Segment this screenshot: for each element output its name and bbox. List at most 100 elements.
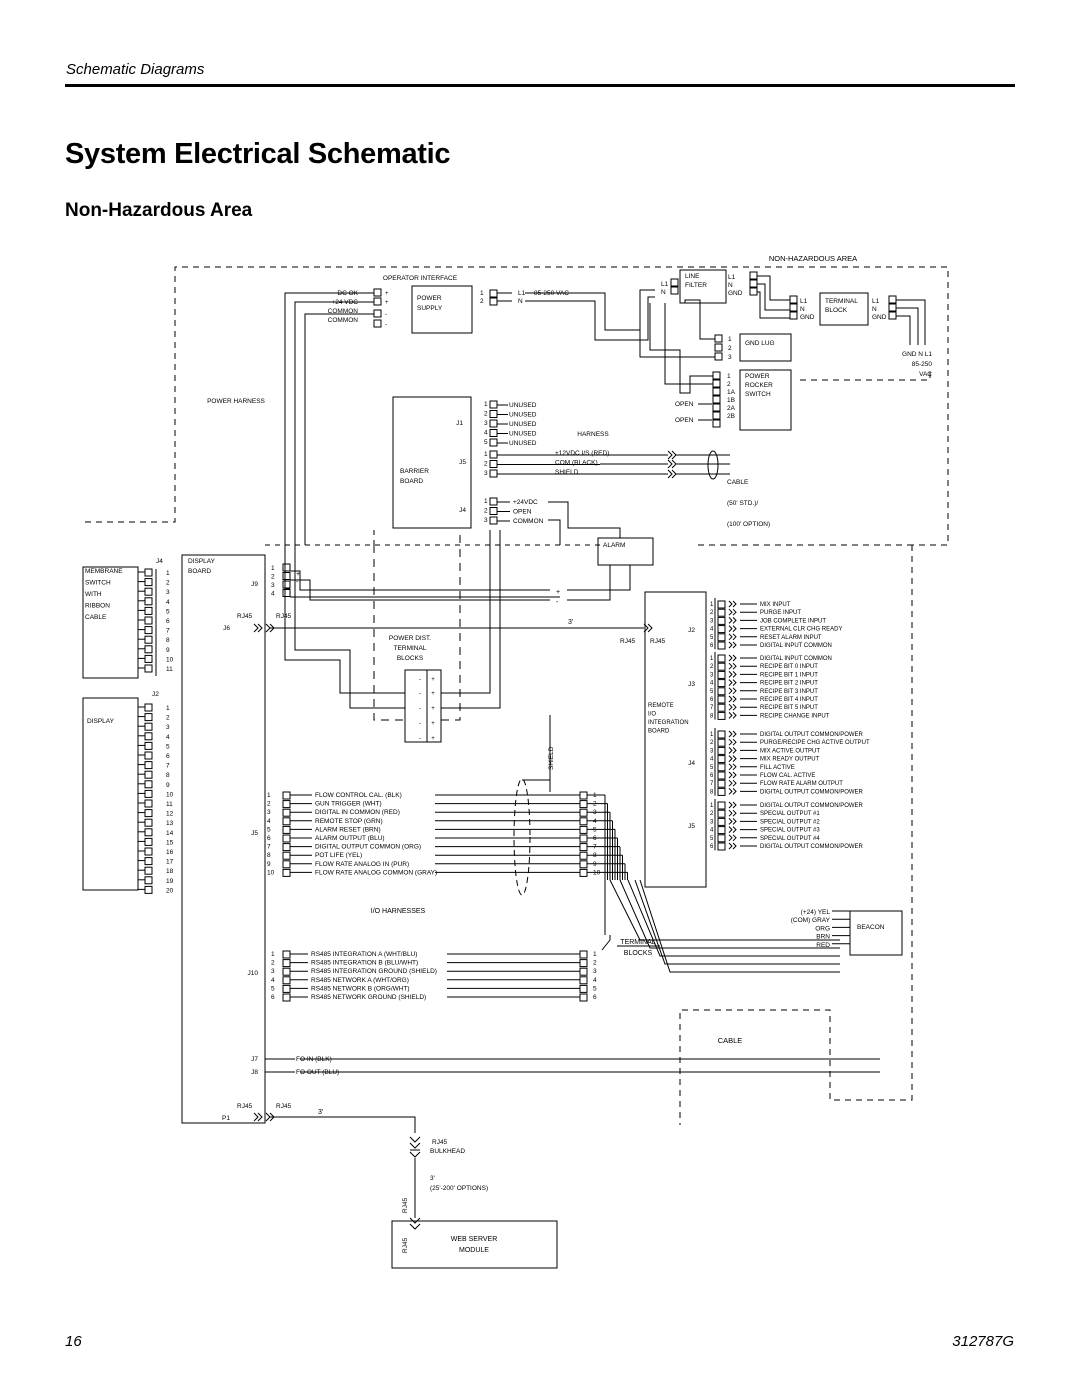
ac-feed <box>525 296 655 341</box>
power-dist-label: TERMINAL <box>394 645 427 652</box>
display-pin: 1 <box>166 705 170 712</box>
power-supply-label: SUPPLY <box>417 305 443 312</box>
terminal-pin <box>144 857 153 866</box>
rs485-pin: 4 <box>271 977 275 984</box>
terminal-pin <box>144 799 153 808</box>
terminal-pin <box>888 295 897 304</box>
beacon-wire-label: RED <box>816 942 830 949</box>
rj45-label: RJ45 <box>650 638 666 645</box>
web-server-box <box>391 1220 558 1269</box>
terminal-pin <box>717 695 726 704</box>
j4-pin: 1 <box>484 498 488 505</box>
remote-j5-label: SPECIAL OUTPUT #4 <box>760 836 820 842</box>
filter-in-label: L1 <box>661 281 669 288</box>
connector-chevron <box>732 679 737 686</box>
terminal-pin <box>144 837 153 846</box>
beacon-wire-label: BRN <box>816 934 830 941</box>
io-label: DIGITAL IN COMMON (RED) <box>315 809 400 816</box>
power-switch-label: SWITCH <box>745 391 771 398</box>
j1-pin: 4 <box>484 430 488 437</box>
terminal-pin <box>489 429 498 437</box>
filter-to-tb <box>757 283 790 311</box>
remote-io-label: BOARD <box>648 729 670 735</box>
terminal-pin <box>144 664 153 673</box>
barrier-board-label: BOARD <box>400 478 423 485</box>
cable-length: 3' <box>568 619 573 626</box>
io-pin: 7 <box>267 844 271 851</box>
tb-out-label: L1 <box>872 298 880 305</box>
connector-chevron <box>732 633 737 641</box>
connector-chevron <box>728 654 733 662</box>
tb-in-label: GND <box>800 314 815 321</box>
remote-j4-label: DIGITAL OUTPUT COMMON/POWER <box>760 732 864 738</box>
mains-label: 85-250 <box>912 361 933 368</box>
terminal-pin <box>282 959 291 968</box>
connector-chevron <box>728 695 733 703</box>
terminal-pin <box>489 410 498 418</box>
remote-j4-label: FLOW RATE ALARM OUTPUT <box>760 781 843 787</box>
remote-j3-pin: 2 <box>710 664 714 670</box>
remote-j4-pin: 8 <box>710 789 714 795</box>
fo-label: J7 <box>251 1056 258 1063</box>
j5-pin: 3 <box>484 470 488 477</box>
j5-label: COM (BLACK) <box>555 460 598 467</box>
terminal-pin <box>717 817 726 826</box>
remote-j4-label: DIGITAL OUTPUT COMMON/POWER <box>760 789 864 795</box>
terminal-pin <box>749 287 758 296</box>
connector-chevron <box>732 747 737 754</box>
membrane-pin: 11 <box>166 666 173 673</box>
terminal-pin <box>373 297 382 306</box>
io-label: REMOTE STOP (GRN) <box>315 818 383 825</box>
terminal-pin <box>717 746 726 755</box>
remote-io-label: I/O <box>648 712 656 718</box>
document-number: 312787G <box>952 1333 1014 1350</box>
j10-label: J10 <box>248 970 259 977</box>
terminal-pin <box>144 635 153 644</box>
power-dist-box <box>404 669 442 743</box>
membrane-label: WITH <box>85 591 102 598</box>
connector-chevron <box>728 747 733 754</box>
remote-j5-pin: 1 <box>710 803 714 809</box>
membrane-label: MEMBRANE <box>85 568 123 575</box>
connector-chevron <box>732 712 737 719</box>
ps-pin-sign: + <box>385 300 389 306</box>
power-harness-wire <box>304 313 374 545</box>
pd-sign: + <box>431 691 435 697</box>
filter-out-label: N <box>728 282 733 289</box>
j9-pin: 1 <box>271 565 275 572</box>
barrier-conn-label: J5 <box>459 459 466 466</box>
remote-j2-pin: 1 <box>710 602 714 608</box>
remote-j2-label: PURGE INPUT <box>760 610 801 616</box>
remote-conn-label: J3 <box>688 681 695 688</box>
display-box <box>82 697 139 891</box>
remote-j2-pin: 5 <box>710 635 714 641</box>
connector-chevron <box>728 730 733 738</box>
ground-wire <box>639 303 715 358</box>
remote-j3-pin: 1 <box>710 656 714 662</box>
terminal-pin <box>144 770 153 779</box>
io-pin: 2 <box>267 801 271 808</box>
terminal-pin <box>579 843 588 852</box>
connector-chevron <box>667 469 673 479</box>
power-switch-label: ROCKER <box>745 382 773 389</box>
display-pin: 2 <box>166 715 170 722</box>
alarm-wire <box>567 565 611 601</box>
io-pin: 1 <box>267 792 271 799</box>
remote-j5-pin: 4 <box>710 828 714 834</box>
leader <box>601 935 611 951</box>
terminal-pin <box>712 411 721 420</box>
bulkhead-length: 3' <box>430 1175 435 1182</box>
power-switch-label: POWER <box>745 373 770 380</box>
terminal-pin <box>579 868 588 877</box>
terminal-pin <box>489 289 498 298</box>
remote-j4-pin: 7 <box>710 781 714 787</box>
terminal-pin <box>489 469 498 478</box>
beacon-wire-label: (COM) GRAY <box>791 917 831 924</box>
gnd-lug-pin: 2 <box>728 345 732 352</box>
fo-label: J8 <box>251 1069 258 1076</box>
terminal-pin <box>144 578 153 587</box>
connector-chevron <box>728 679 733 686</box>
connector-chevron <box>728 818 733 825</box>
bulkhead-length: (25'-200' OPTIONS) <box>430 1185 488 1192</box>
io-pin: 9 <box>267 861 271 868</box>
